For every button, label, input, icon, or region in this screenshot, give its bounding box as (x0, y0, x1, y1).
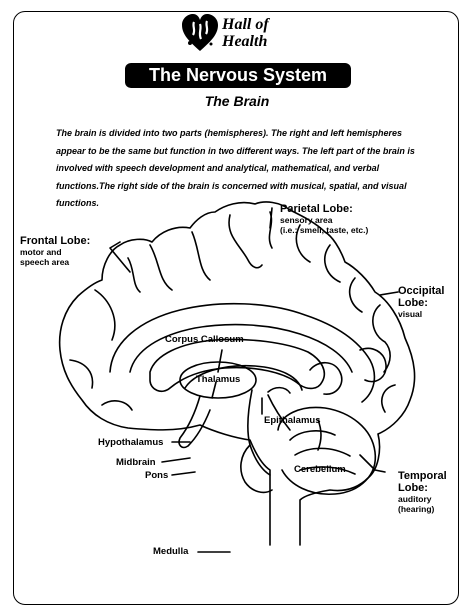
thalamus-leader-line (211, 381, 217, 399)
occipital-leader-line (379, 291, 399, 296)
label-midbrain: Midbrain (116, 457, 156, 468)
midbrain-leader-line (161, 457, 191, 463)
label-parietal-lobe: Parietal Lobe: sensory area (i.e.: smell… (280, 203, 369, 235)
intro-paragraph: The brain is divided into two parts (hem… (56, 128, 415, 208)
logo-text-line1: Hall of (222, 16, 269, 33)
pons-leader-line (171, 471, 196, 476)
logo-text-line2: Health (222, 33, 268, 50)
label-pons: Pons (145, 470, 169, 481)
brain-outline (58, 201, 416, 546)
label-frontal-lobe: Frontal Lobe: motor and speech area (20, 235, 91, 267)
page-subtitle: The Brain (204, 93, 270, 109)
label-occipital-lobe: Occipital Lobe: visual (398, 285, 445, 319)
corpus-callosum-leader-line (217, 349, 223, 373)
frontal-leader-line (109, 241, 131, 273)
heart-logo-icon (182, 14, 218, 51)
temporal-leader-line (359, 454, 386, 473)
label-temporal-lobe: Temporal Lobe: auditory (hearing) (398, 470, 447, 514)
label-corpus-callosum: Corpus Callosum (165, 334, 244, 345)
page-border (13, 11, 459, 605)
page-title: The Nervous System (125, 63, 351, 88)
hall-of-health-logo: Hall of Health (180, 12, 300, 56)
label-medulla: Medulla (153, 546, 189, 557)
label-hypothalamus: Hypothalamus (98, 437, 164, 448)
label-cerebellum: Cerebellum (294, 464, 346, 475)
label-epithalamus: Epithalamus (264, 415, 321, 426)
label-thalamus: Thalamus (196, 374, 241, 385)
parietal-leader-line (269, 207, 273, 229)
